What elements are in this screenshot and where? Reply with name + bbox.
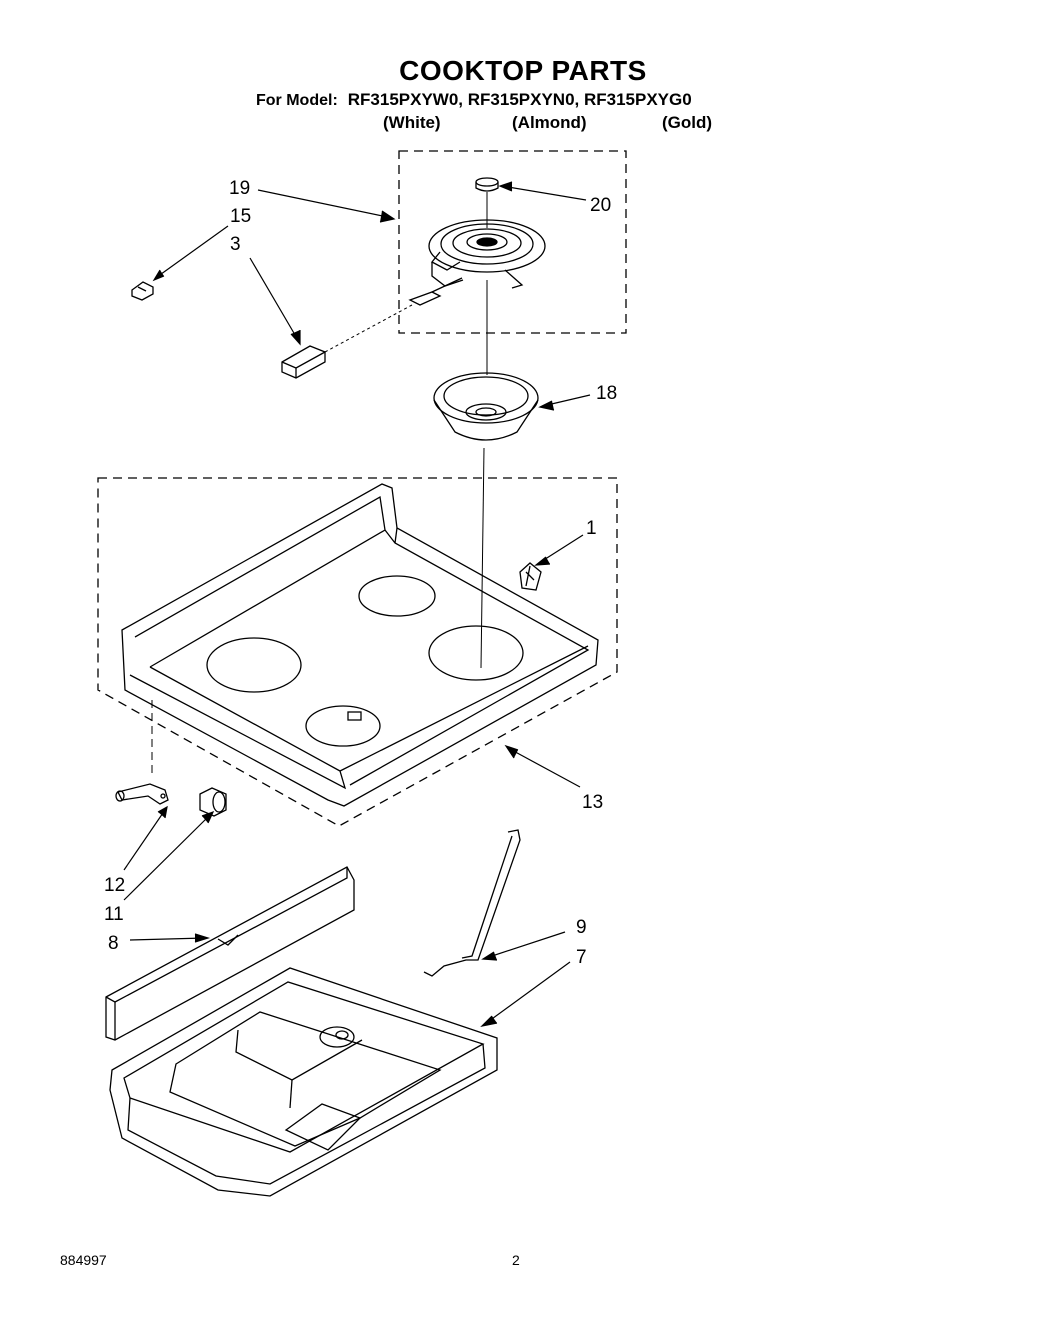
sleeve-part — [199, 787, 227, 817]
callout-3: 3 — [230, 234, 241, 255]
model-line: For Model: RF315PXYW0, RF315PXYN0, RF315P… — [256, 90, 692, 110]
document-number: 884997 — [60, 1252, 107, 1268]
callout-20: 20 — [590, 195, 611, 216]
color-white: (White) — [383, 113, 441, 132]
color-gold: (Gold) — [662, 113, 713, 132]
callout-8: 8 — [108, 933, 119, 954]
element-group-box — [398, 150, 627, 334]
callout-19: 19 — [229, 178, 250, 199]
clip-part — [131, 281, 154, 301]
rear-trim — [105, 866, 355, 1041]
page-title: COOKTOP PARTS — [399, 55, 647, 86]
surface-element — [408, 219, 546, 306]
element-bushing — [475, 177, 499, 192]
leader-lines — [123, 181, 591, 1027]
callout-15: 15 — [230, 206, 251, 227]
callout-18: 18 — [596, 383, 617, 404]
drip-bowl — [433, 372, 539, 441]
support-rod — [423, 829, 521, 977]
color-almond: (Almond) — [512, 113, 587, 132]
model-prefix: For Model: — [256, 92, 338, 109]
callout-12: 12 — [104, 875, 125, 896]
callout-9: 9 — [576, 917, 587, 938]
callout-7: 7 — [576, 947, 587, 968]
callout-11: 11 — [104, 904, 124, 925]
burner-box — [109, 967, 498, 1197]
callout-13: 13 — [582, 792, 603, 813]
bracket-part — [519, 562, 542, 591]
wire-connector — [115, 783, 169, 805]
page-number: 2 — [512, 1252, 520, 1268]
model-numbers: RF315PXYW0, RF315PXYN0, RF315PXYG0 — [347, 90, 692, 109]
terminal-block — [281, 304, 413, 379]
cooktop-panel — [121, 483, 599, 807]
cooktop-group-box — [97, 477, 618, 827]
callout-1: 1 — [586, 518, 597, 539]
